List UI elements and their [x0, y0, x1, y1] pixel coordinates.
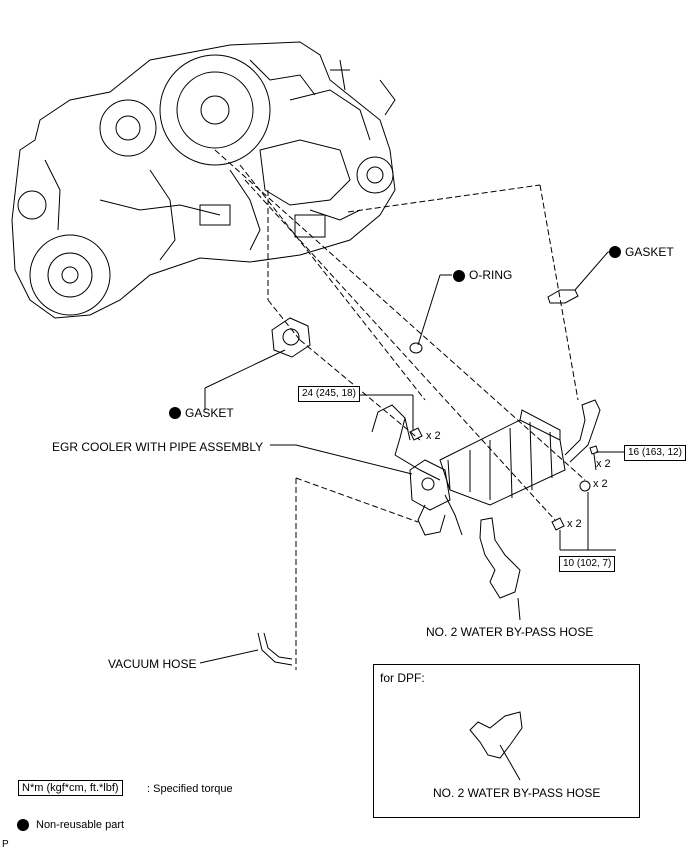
legend-nonreusable: Non-reusable part — [36, 819, 125, 831]
gasket-top-label: GASKET — [625, 245, 674, 259]
leader-lines — [199, 251, 625, 664]
torque-box-1: 24 (245, 18) — [298, 386, 360, 402]
gasket-left-part — [271, 317, 311, 358]
water-bypass-hose-part — [479, 517, 521, 599]
vacuum-hose-part — [257, 632, 293, 666]
non-reusable-dot-icon — [453, 270, 465, 282]
legend-torque-box: N*m (kgf*cm, ft.*lbf) — [18, 780, 123, 796]
egr-cooler-label: EGR COOLER WITH PIPE ASSEMBLY — [52, 440, 264, 454]
legend-torque-desc: : Specified torque — [147, 783, 233, 795]
gasket-top-part — [547, 289, 579, 304]
o-ring-part — [409, 342, 423, 354]
gasket-left-label: GASKET — [185, 406, 234, 420]
non-reusable-dot-icon — [169, 407, 181, 419]
quantity-label-3: x 2 — [593, 478, 608, 490]
vacuum-hose-label: VACUUM HOSE — [108, 657, 197, 671]
quantity-label-2: x 2 — [596, 458, 611, 470]
non-reusable-dot-icon — [609, 246, 621, 258]
torque-box-3: 10 (102, 7) — [559, 556, 616, 572]
engine-block-illustration — [11, 41, 396, 319]
torque-box-2: 16 (163, 12) — [624, 445, 686, 461]
bolts — [409, 427, 599, 531]
o-ring-label: O-RING — [469, 268, 513, 282]
assembly-lines — [214, 149, 586, 670]
corner-mark: P — [2, 839, 9, 850]
quantity-label-1: x 2 — [426, 430, 441, 442]
dpf-title: for DPF: — [380, 671, 425, 685]
water-hose-label: NO. 2 WATER BY-PASS HOSE — [426, 625, 594, 639]
dpf-inset-box — [373, 664, 640, 818]
non-reusable-dot-icon — [17, 819, 29, 831]
dpf-hose-part — [469, 711, 523, 781]
dpf-hose-label: NO. 2 WATER BY-PASS HOSE — [433, 786, 601, 800]
egr-cooler-part — [371, 399, 601, 536]
quantity-label-4: x 2 — [567, 518, 582, 530]
